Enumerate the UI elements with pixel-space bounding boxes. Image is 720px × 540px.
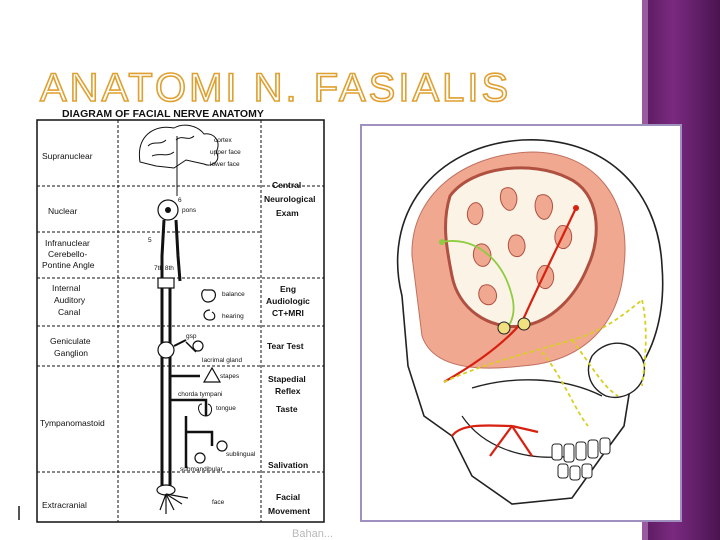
level-pontine-angle: Pontine Angle [42, 260, 95, 270]
exam-ct-mri: CT+MRI [272, 308, 304, 318]
level-geniculate: Geniculate [50, 336, 91, 346]
exam-central: Central [272, 180, 301, 190]
exam-taste: Taste [276, 404, 298, 414]
lacrimal-gland [193, 341, 203, 351]
label-stapes: stapes [220, 373, 240, 380]
nucleus-dot [165, 207, 171, 213]
level-cerebello: Cerebello- [48, 249, 87, 259]
exam-exam: Exam [276, 208, 299, 218]
level-canal: Canal [58, 307, 80, 317]
label-pons: pons [182, 207, 197, 214]
exam-salivation: Salivation [268, 460, 308, 470]
label-n6: 6 [178, 197, 182, 204]
label-cortex: cortex [214, 137, 232, 144]
level-supranuclear: Supranuclear [42, 151, 93, 161]
geniculate-ganglion [158, 342, 174, 358]
label-lower-face: lower face [210, 161, 240, 168]
exam-tear-test: Tear Test [267, 341, 304, 351]
cortex-origin-red [573, 205, 579, 211]
exam-movement: Movement [268, 506, 310, 516]
row-dividers [37, 186, 324, 472]
nucleus-left [498, 322, 510, 334]
label-upper-face: upper face [210, 149, 241, 156]
label-n5: 5 [148, 237, 152, 244]
submandibular-gland [195, 453, 205, 463]
cortex-origin-green [439, 239, 445, 245]
bottom-caption: Bahan... [292, 528, 333, 540]
cochlea [204, 310, 215, 320]
label-submandibular: submandibular [180, 466, 223, 473]
canal-entry [158, 278, 174, 288]
level-ganglion: Ganglion [54, 348, 88, 358]
level-infranuclear: Infranuclear [45, 238, 90, 248]
label-face: face [212, 499, 225, 506]
gsp-branch [174, 340, 186, 346]
stylomastoid-foramen [157, 485, 175, 495]
sublingual-gland [217, 441, 227, 451]
exam-stapedial: Stapedial [268, 374, 306, 384]
label-n7-8: 7th 8th [154, 265, 174, 272]
label-sublingual: sublingual [226, 451, 256, 458]
exam-audiologic: Audiologic [266, 296, 310, 306]
exam-reflex: Reflex [275, 386, 301, 396]
level-tympanomastoid: Tympanomastoid [40, 418, 105, 428]
facial-branches [160, 494, 188, 514]
footnote-mark [18, 506, 23, 520]
label-tongue: tongue [216, 405, 236, 412]
label-gsp: gsp [186, 333, 197, 340]
diagram-title: DIAGRAM OF FACIAL NERVE ANATOMY [62, 108, 264, 120]
brain-sketch [139, 125, 218, 196]
skull-nerve-illustration [360, 124, 682, 522]
nucleus-right [518, 318, 530, 330]
exam-eng: Eng [280, 284, 296, 294]
label-hearing: hearing [222, 313, 244, 320]
balance-organ [202, 290, 216, 302]
orbit [588, 343, 644, 397]
stapes-icon [204, 368, 220, 382]
label-balance: balance [222, 291, 245, 298]
exam-facial: Facial [276, 492, 300, 502]
label-lacrimal: lacrimal gland [202, 357, 242, 364]
facial-nerve-diagram-figure: DIAGRAM OF FACIAL NERVE ANATOMY Supranuc… [36, 106, 328, 524]
facial-nerve-diagram: DIAGRAM OF FACIAL NERVE ANATOMY Supranuc… [36, 106, 328, 524]
level-nuclear: Nuclear [48, 206, 77, 216]
level-extracranial: Extracranial [42, 500, 87, 510]
skull-nerve-figure [362, 126, 680, 520]
level-internal: Internal [52, 283, 80, 293]
exam-neurological: Neurological [264, 194, 315, 204]
slide-title: ANATOMI N. FASIALIS [40, 66, 511, 111]
level-auditory: Auditory [54, 295, 86, 305]
label-chorda: chorda tympani [178, 391, 222, 398]
